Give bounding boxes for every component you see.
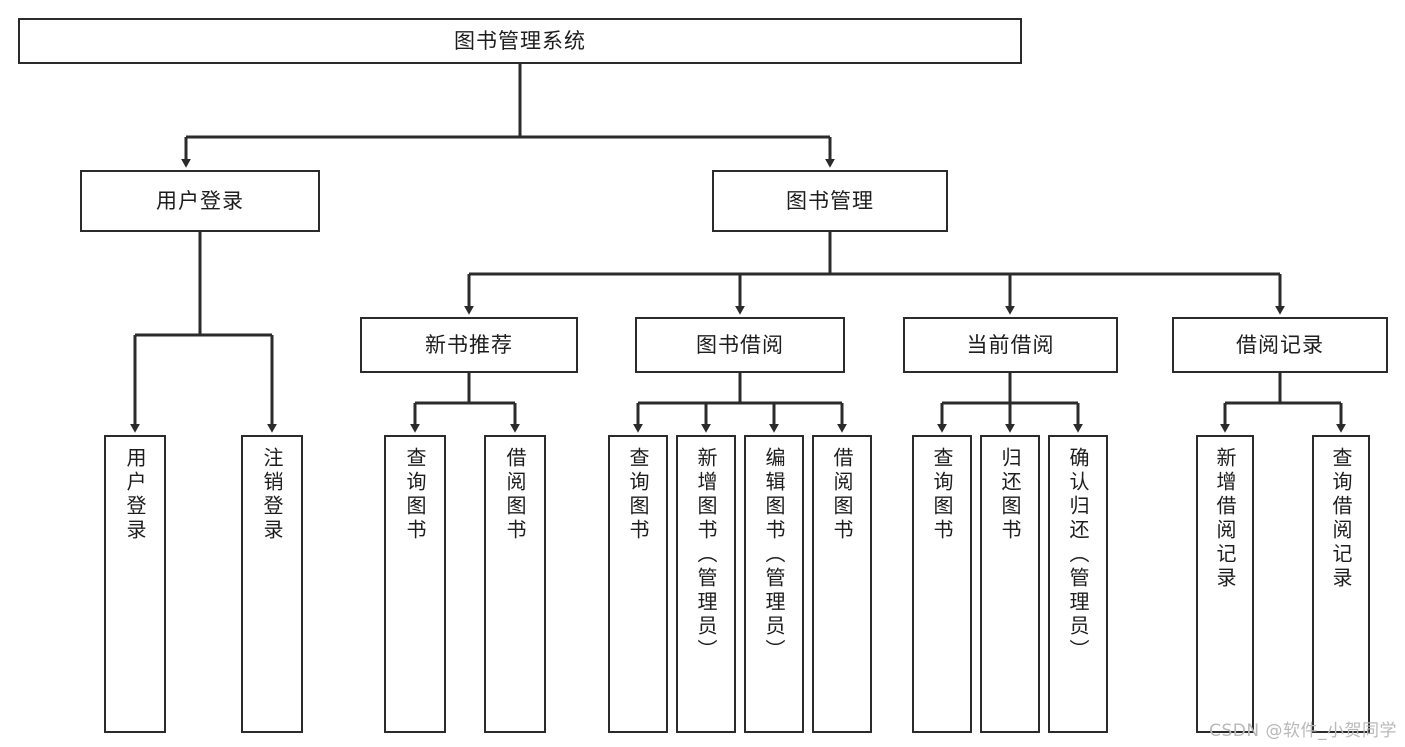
leaf-return-book[interactable]: 归还图书 — [980, 435, 1040, 733]
node-label: 图书借阅 — [696, 332, 784, 357]
leaf-label: 查询图书 — [403, 447, 427, 543]
node-book-borrow[interactable]: 图书借阅 — [635, 317, 845, 373]
node-label: 当前借阅 — [966, 332, 1055, 357]
leaf-label: 查询图书 — [930, 447, 954, 543]
node-new-book-recommend[interactable]: 新书推荐 — [360, 317, 578, 373]
leaf-label: 编辑图书（管理员） — [762, 447, 786, 663]
node-label: 图书管理 — [786, 188, 874, 213]
leaf-borrow-book-recommend[interactable]: 借阅图书 — [484, 435, 546, 733]
leaf-query-borrow-record[interactable]: 查询借阅记录 — [1312, 435, 1370, 733]
csdn-watermark: CSDN @软件_小贺同学 — [1209, 721, 1397, 741]
node-book-management[interactable]: 图书管理 — [712, 170, 948, 232]
leaf-query-book-current[interactable]: 查询图书 — [912, 435, 972, 733]
node-user-login[interactable]: 用户登录 — [80, 170, 320, 232]
node-label: 新书推荐 — [425, 332, 513, 357]
node-root-book-management-system[interactable]: 图书管理系统 — [18, 18, 1022, 64]
leaf-label: 新增借阅记录 — [1213, 447, 1237, 591]
leaf-confirm-return-admin[interactable]: 确认归还（管理员） — [1048, 435, 1108, 733]
leaf-label: 查询图书 — [626, 447, 650, 543]
leaf-add-book-admin[interactable]: 新增图书（管理员） — [676, 435, 736, 733]
leaf-edit-book-admin[interactable]: 编辑图书（管理员） — [744, 435, 804, 733]
leaf-label: 借阅图书 — [503, 447, 527, 543]
leaf-label: 归还图书 — [998, 447, 1022, 543]
leaf-label: 新增图书（管理员） — [694, 447, 718, 663]
leaf-label: 注销登录 — [260, 447, 284, 543]
leaf-borrow-book[interactable]: 借阅图书 — [812, 435, 872, 733]
leaf-query-book-recommend[interactable]: 查询图书 — [384, 435, 446, 733]
leaf-label: 查询借阅记录 — [1329, 447, 1353, 591]
node-label: 图书管理系统 — [454, 28, 586, 53]
node-borrow-record[interactable]: 借阅记录 — [1172, 317, 1388, 373]
leaf-label: 用户登录 — [123, 447, 147, 543]
leaf-add-borrow-record[interactable]: 新增借阅记录 — [1196, 435, 1254, 733]
leaf-query-book-borrow[interactable]: 查询图书 — [608, 435, 668, 733]
leaf-user-login[interactable]: 用户登录 — [104, 435, 166, 733]
node-current-borrow[interactable]: 当前借阅 — [903, 317, 1118, 373]
node-label: 用户登录 — [156, 188, 244, 213]
leaf-label: 确认归还（管理员） — [1066, 447, 1090, 663]
node-label: 借阅记录 — [1236, 332, 1324, 357]
leaf-logout[interactable]: 注销登录 — [241, 435, 303, 733]
leaf-label: 借阅图书 — [830, 447, 854, 543]
